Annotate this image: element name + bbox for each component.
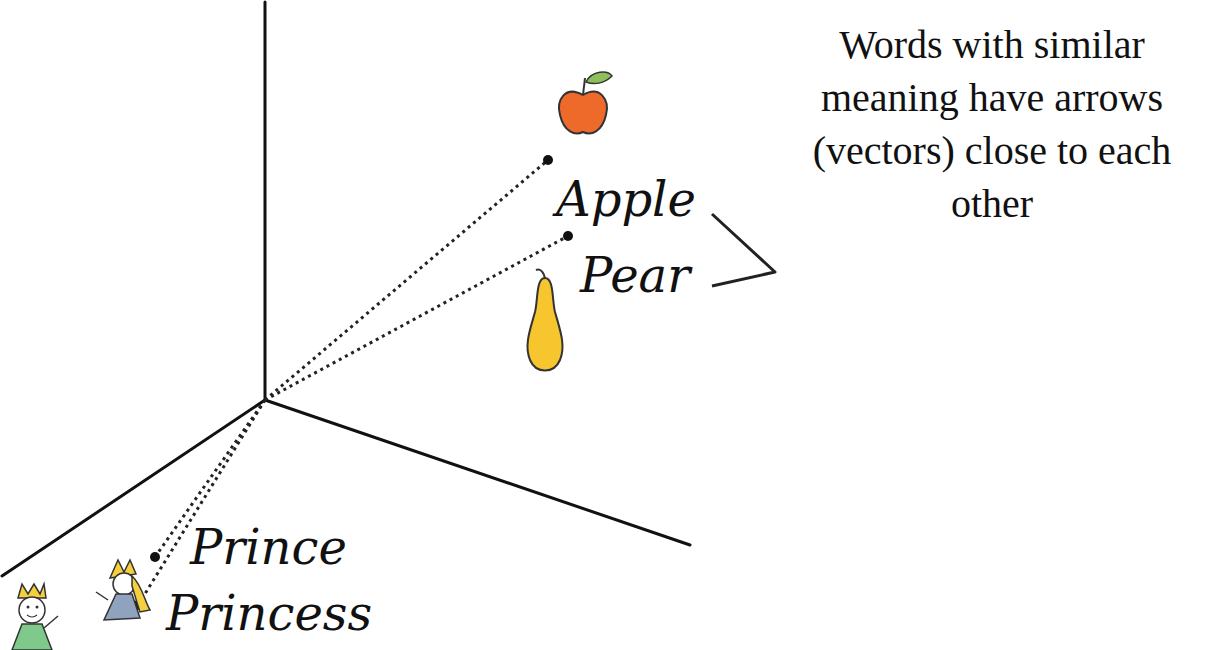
pear-vector <box>265 236 568 400</box>
vertical-axis <box>264 2 267 400</box>
word-label: Princess <box>166 588 372 638</box>
explanation-note: Words with similar meaning have arrows (… <box>774 18 1210 230</box>
princess-figure <box>96 560 150 620</box>
word-label: Apple <box>556 174 696 224</box>
prince-figure <box>12 584 58 650</box>
princess-vector <box>138 400 265 605</box>
word-label: Pear <box>580 250 690 300</box>
pear-icon <box>527 269 562 370</box>
vector-tip <box>563 231 573 241</box>
apple-icon <box>559 72 612 133</box>
bracket <box>712 214 775 286</box>
apple-vector <box>265 160 548 400</box>
word-label: Prince <box>190 522 347 572</box>
vector-tip <box>543 155 553 165</box>
vector-tip <box>150 552 160 562</box>
